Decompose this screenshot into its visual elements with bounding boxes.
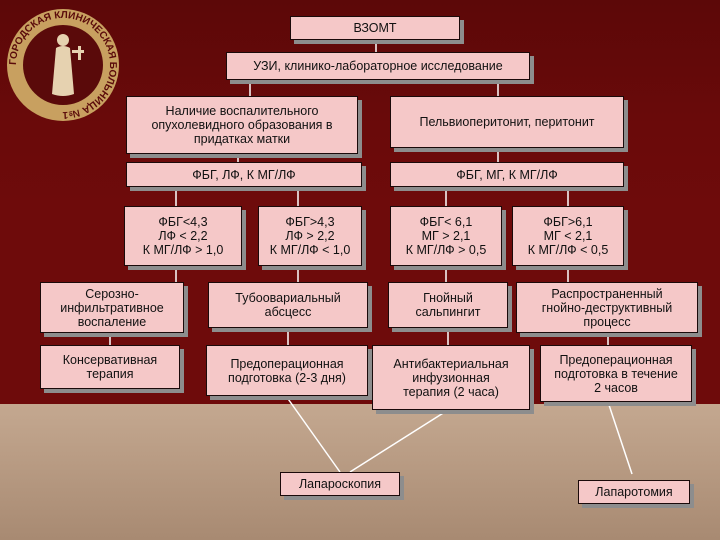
right-markers-node: ФБГ, МГ, К МГ/ЛФ <box>390 162 624 187</box>
treatment-node-3: Антибактериальная инфузионная терапия (2… <box>372 345 530 410</box>
criteria-node-4: ФБГ>6,1 МГ < 2,1 К МГ/ЛФ < 0,5 <box>512 206 624 266</box>
figure-icon <box>52 34 84 96</box>
diagnosis-node-3: Гнойный сальпингит <box>388 282 508 328</box>
hospital-logo: ГОРОДСКАЯ КЛИНИЧЕСКАЯ БОЛЬНИЦА №1 <box>7 9 119 121</box>
treatment-node-4: Предоперационная подготовка в течение 2 … <box>540 345 692 402</box>
left-markers-node: ФБГ, ЛФ, К МГ/ЛФ <box>126 162 362 187</box>
criteria-node-1: ФБГ<4,3 ЛФ < 2,2 К МГ/ЛФ > 1,0 <box>124 206 242 266</box>
criteria-node-3: ФБГ< 6,1 МГ > 2,1 К МГ/ЛФ > 0,5 <box>390 206 502 266</box>
right-branch-node: Пельвиоперитонит, перитонит <box>390 96 624 148</box>
left-branch-node: Наличие воспалительного опухолевидного о… <box>126 96 358 154</box>
treatment-node-1: Консервативная терапия <box>40 345 180 389</box>
laparoscopy-node: Лапароскопия <box>280 472 400 496</box>
root-node: ВЗОМТ <box>290 16 460 40</box>
criteria-node-2: ФБГ>4,3 ЛФ > 2,2 К МГ/ЛФ < 1,0 <box>258 206 362 266</box>
exam-node: УЗИ, клинико-лабораторное исследование <box>226 52 530 80</box>
diagnosis-node-2: Тубоовариальный абсцесс <box>208 282 368 328</box>
laparotomy-node: Лапаротомия <box>578 480 690 504</box>
diagnosis-node-1: Серозно- инфильтративное воспаление <box>40 282 184 333</box>
treatment-node-2: Предоперационная подготовка (2-3 дня) <box>206 345 368 396</box>
diagnosis-node-4: Распространенный гнойно-деструктивный пр… <box>516 282 698 333</box>
